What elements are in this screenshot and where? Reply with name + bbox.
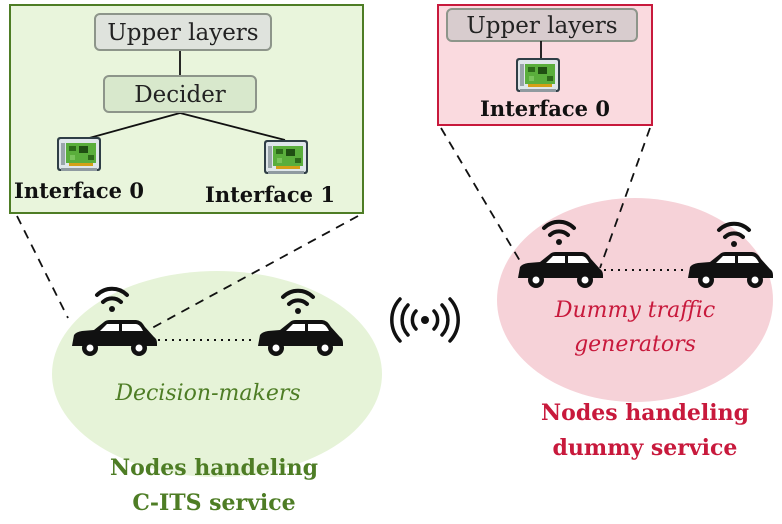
interface-0-label: Interface 0	[480, 96, 610, 121]
upper-layers-box	[446, 8, 638, 42]
right-caption-line1: Nodes handeling	[541, 400, 749, 426]
left-caption-line2: C-ITS service	[132, 490, 295, 516]
interface-1-label: Interface 1	[205, 182, 335, 207]
zoom-line	[151, 215, 359, 329]
left-caption-line1: Nodes handeling	[110, 455, 318, 481]
connector-decider-iface0	[81, 112, 181, 141]
zoom-line	[16, 215, 69, 319]
zoom-line	[599, 127, 651, 269]
network-card-icon	[264, 140, 308, 174]
network-card-icon	[57, 137, 101, 171]
upper-layers-label: Upper layers	[107, 20, 258, 46]
left-ellipse-label: Decision-makers	[114, 381, 300, 406]
broadcast-icon	[390, 297, 460, 343]
upper-layers-box	[94, 13, 272, 51]
decider-box	[103, 75, 257, 113]
interface-0-label: Interface 0	[14, 178, 144, 203]
zoom-line	[440, 127, 524, 267]
network-card-icon	[516, 58, 560, 92]
right-ellipse-label-line1: Dummy traffic	[554, 298, 715, 323]
decider-label: Decider	[134, 82, 226, 108]
connector-decider-iface1	[179, 112, 286, 141]
right-caption-line2: dummy service	[553, 435, 738, 461]
right-node-ellipse	[497, 198, 773, 402]
right-ellipse-label-line2: generators	[574, 332, 696, 357]
upper-layers-label: Upper layers	[466, 13, 617, 39]
